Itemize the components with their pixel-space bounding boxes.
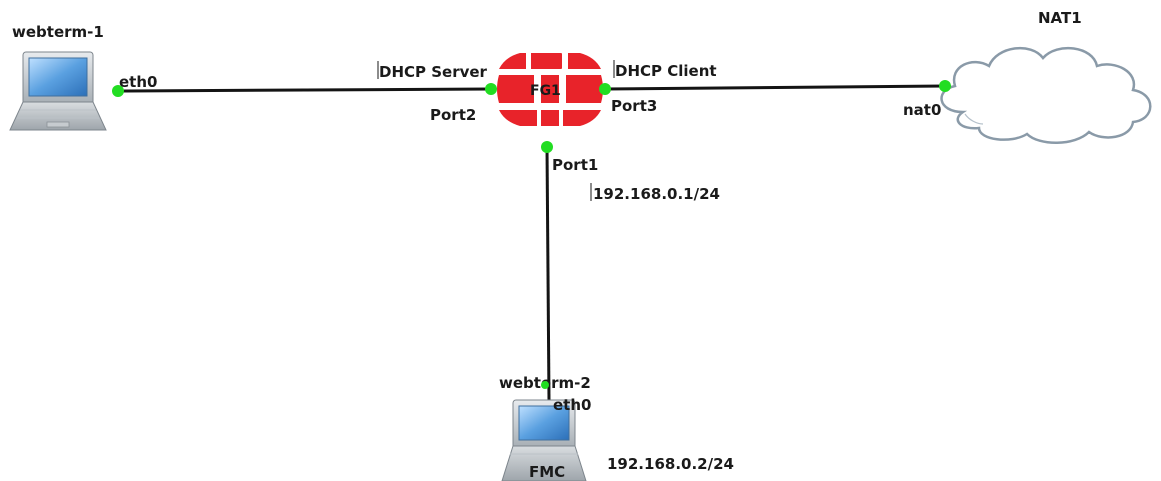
link-webterm1-fg1[interactable] [117, 87, 492, 93]
fg1-port1-label: Port1 [552, 156, 598, 174]
fg1-port2-dot[interactable] [485, 83, 497, 95]
fg1-port3-dot[interactable] [599, 83, 611, 95]
fg1-name: FG1 [530, 83, 561, 99]
nat1-name: NAT1 [1038, 9, 1082, 27]
webterm-2-eth0-port-dot[interactable] [541, 381, 549, 389]
webterm-2-caption: FMC [529, 463, 565, 481]
nat1-nat0-label: nat0 [903, 101, 941, 119]
fg1-node[interactable]: FG1 [497, 53, 603, 126]
webterm-1-eth0-port-dot[interactable] [112, 85, 124, 97]
dhcp-client-label: DHCP Client [615, 62, 717, 80]
webterm-1-eth0-label: eth0 [119, 73, 157, 91]
nat1-nat0-port-dot[interactable] [939, 80, 951, 92]
webterm-2-eth0-label: eth0 [553, 396, 591, 414]
webterm-1-node[interactable]: webterm-1 [9, 23, 107, 131]
webterm-2-ip-label: 192.168.0.2/24 [607, 455, 734, 473]
link-fg1-webterm2[interactable] [545, 146, 551, 401]
laptop-icon [501, 399, 587, 481]
webterm-1-name: webterm-1 [12, 23, 104, 41]
fg1-port1-dot[interactable] [541, 141, 553, 153]
link-fg1-nat1[interactable] [604, 84, 946, 91]
fg1-port1-subnet-label: 192.168.0.1/24 [593, 185, 720, 203]
nat1-node[interactable]: NAT1 [940, 9, 1152, 144]
laptop-icon [9, 51, 107, 131]
webterm-2-node[interactable]: webterm-2 FMC [499, 374, 591, 481]
fg1-port3-label: Port3 [611, 97, 657, 115]
dhcp-server-label: DHCP Server [379, 63, 488, 81]
cloud-icon [940, 46, 1152, 144]
links [117, 84, 946, 401]
fortigate-firewall-icon [497, 53, 603, 126]
fg1-port2-label: Port2 [430, 106, 476, 124]
